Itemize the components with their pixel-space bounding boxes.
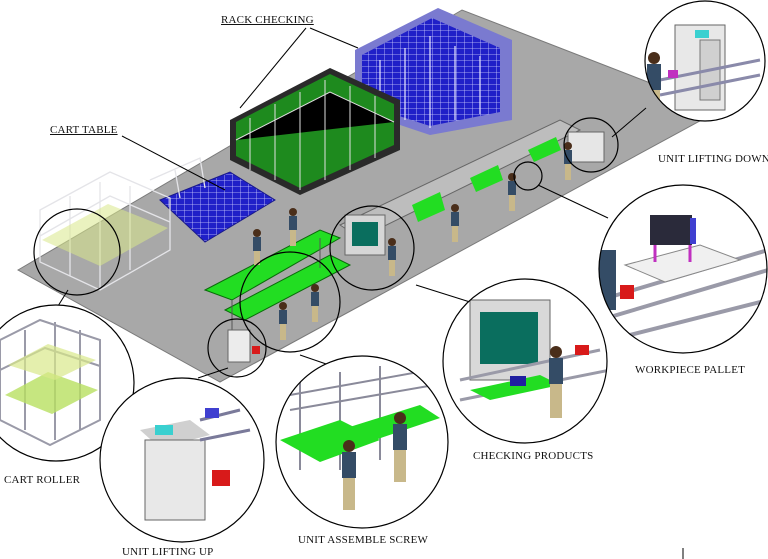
floor-workers	[253, 142, 572, 340]
label-rack-checking: RACK CHECKING	[221, 14, 314, 26]
green-rack-array	[230, 68, 400, 195]
lifting-unit-small	[227, 329, 251, 363]
label-cart-roller: CART ROLLER	[4, 474, 81, 486]
detail-unit-lifting-down	[645, 1, 765, 121]
detail-unit-lifting-up	[100, 378, 264, 542]
detail-unit-assemble-screw	[276, 356, 448, 528]
detail-workpiece-pallet	[599, 185, 767, 353]
label-unit-assemble-screw: UNIT ASSEMBLE SCREW	[298, 534, 429, 546]
production-line	[203, 119, 605, 330]
label-unit-lifting-down: UNIT LIFTING DOWN	[658, 153, 768, 165]
label-unit-lifting-up: UNIT LIFTING UP	[122, 546, 214, 558]
label-workpiece-pallet: WORKPIECE PALLET	[635, 364, 746, 376]
label-cart-table: CART TABLE	[50, 124, 118, 136]
label-checking-products: CHECKING PRODUCTS	[473, 450, 594, 462]
detail-checking-products	[443, 279, 607, 443]
highlight-circles	[33, 117, 619, 378]
callout-lines	[57, 27, 684, 559]
cart-table-panels	[159, 171, 276, 243]
